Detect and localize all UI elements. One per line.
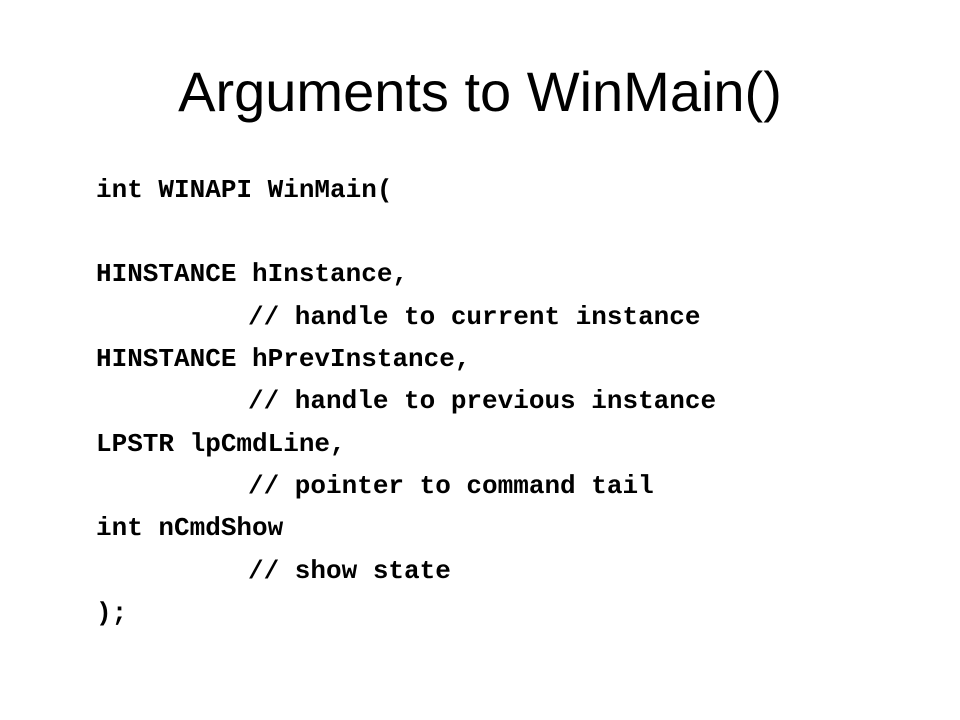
code-line-comment-hinstance: // handle to current instance xyxy=(248,302,701,332)
slide-title: Arguments to WinMain() xyxy=(178,60,782,123)
code-line-comment-lpcmdline: // pointer to command tail xyxy=(248,471,654,501)
code-line-param-ncmdshow: int nCmdShow xyxy=(96,513,284,543)
code-line-comment-ncmdshow: // show state xyxy=(248,556,451,586)
code-line-param-lpcmdline: LPSTR lpCmdLine, xyxy=(96,429,346,459)
code-line-signature: int WINAPI WinMain( xyxy=(96,175,393,205)
code-line-param-hprevinstance: HINSTANCE hPrevInstance, xyxy=(96,344,471,374)
code-line-param-hinstance: HINSTANCE hInstance, xyxy=(96,259,409,289)
code-block: int WINAPI WinMain( HINSTANCE hInstance,… xyxy=(96,0,716,628)
code-line-comment-hprevinstance: // handle to previous instance xyxy=(248,386,717,416)
code-line-close: ); xyxy=(96,598,128,628)
